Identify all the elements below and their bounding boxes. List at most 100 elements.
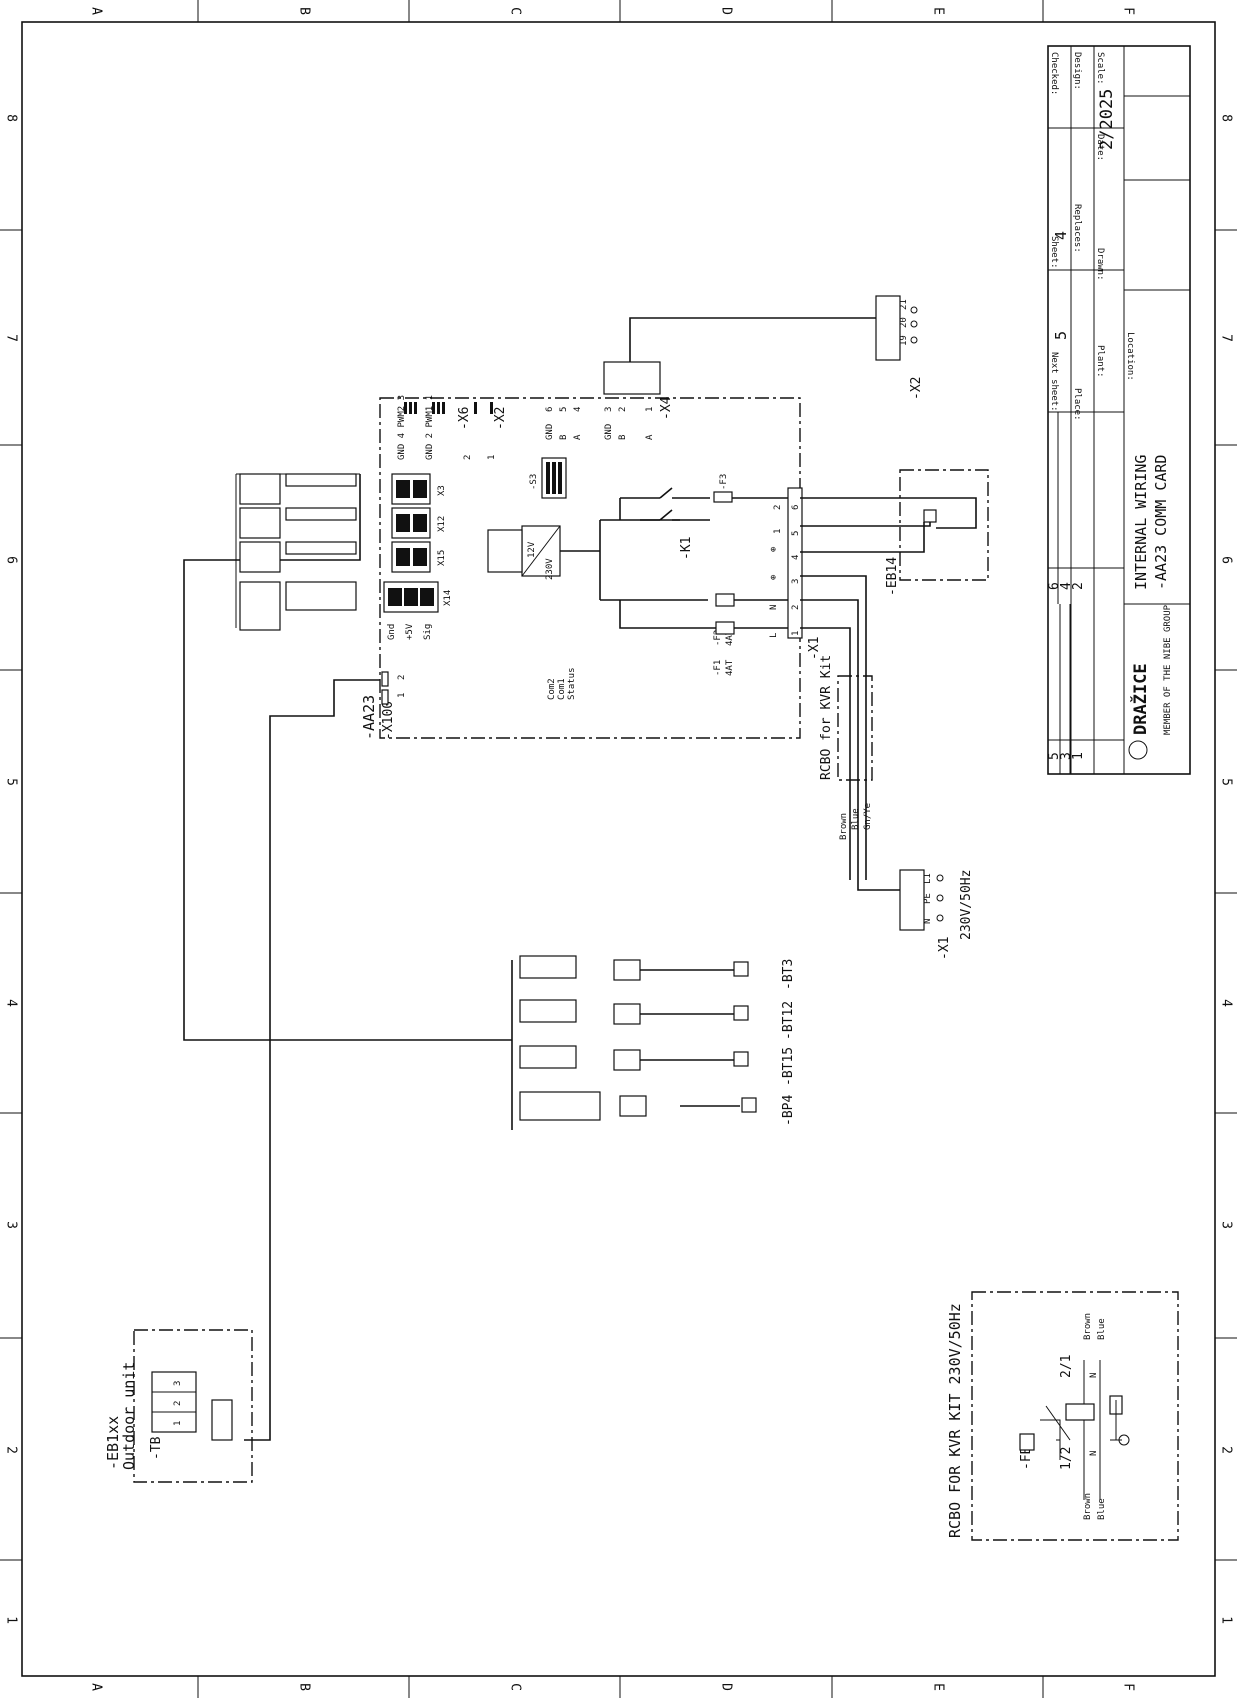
x2-pin-2: 2 xyxy=(618,407,628,412)
x1-upper-pin-2: 2 xyxy=(773,505,783,510)
x2-sig-gnd-1: GND xyxy=(545,424,555,440)
x100-pin-1: 1 xyxy=(397,693,407,698)
comm-card-aa23: -AA23 -X100 2 1 GND 4 PWM2 3 GND 2 PWM1 … xyxy=(360,361,822,740)
wire-gnye: Gn/Ye xyxy=(863,803,873,830)
tb-label: -TB xyxy=(149,1436,164,1460)
ext-x2-pin-19: 19 xyxy=(899,335,909,346)
supply-pin-pe: PE xyxy=(923,893,933,904)
x100-label: -X100 xyxy=(381,701,396,740)
tb-pin-1: 1 xyxy=(173,1421,183,1426)
outdoor-designation: -EB1xx xyxy=(104,1416,122,1470)
logo-text: DRAŽICE xyxy=(1129,663,1151,735)
col-label-bot-a: A xyxy=(89,1683,104,1691)
status-leds: Com2 Com1 Status xyxy=(547,667,577,700)
rcbo-inset: RCBO FOR KVR KIT 230V/50Hz -FB1 Brown Bl… xyxy=(946,1291,1179,1541)
row-label-left-1: 1 xyxy=(4,1616,19,1624)
rev-left-2: 3 xyxy=(1059,752,1074,760)
x12-label: X12 xyxy=(437,516,447,532)
x2-pin-6: 6 xyxy=(545,407,555,412)
inset-n-left: N xyxy=(1089,1451,1099,1456)
x1-pin-1: 1 xyxy=(791,631,801,636)
col-label-bot-d: D xyxy=(719,1683,734,1691)
pwm2-label: GND 4 PWM2 3 xyxy=(397,395,407,460)
eb14-label: -EB14 xyxy=(885,557,900,596)
wire-blue: Blue xyxy=(851,808,861,830)
x2-sig-gnd-2: GND xyxy=(604,424,614,440)
x2-pin-5: 5 xyxy=(559,407,569,412)
column-ticks xyxy=(197,0,1044,1698)
psu-12v: 12V xyxy=(527,541,537,558)
rev-right-3: 2 xyxy=(1071,582,1086,590)
x2-sig-b-1: B xyxy=(559,435,569,440)
relay-and-fuses: -K1 -F3 -F2 4AT -F1 4AT xyxy=(619,474,800,676)
tb-plant-label: Plant: xyxy=(1095,345,1105,378)
tb-title-line1: INTERNAL WIRING xyxy=(1132,455,1150,590)
col-label-top-e: E xyxy=(931,7,946,15)
col-label-bot-e: E xyxy=(931,1683,946,1691)
tb-location-label: Location: xyxy=(1125,332,1135,381)
x2-pin-4: 4 xyxy=(573,407,583,412)
x14-sig-sig: Sig xyxy=(423,624,433,640)
tb-drawn-label: Drawn: xyxy=(1095,248,1105,281)
rev-left-1: 5 xyxy=(1047,752,1062,760)
inset-blue-right: Blue xyxy=(1097,1318,1107,1340)
f1-fuse xyxy=(715,621,735,635)
row-ticks xyxy=(0,229,1237,1561)
led-status: Status xyxy=(567,667,577,700)
x3-label: X3 xyxy=(437,485,447,496)
x2-x4-terminals: GND B A GND B A 6 5 4 3 2 1 -X4 xyxy=(545,361,674,440)
sensor-bt3: -BT3 xyxy=(781,959,796,990)
col-label-top-c: C xyxy=(508,7,523,15)
inset-n-right: N xyxy=(1089,1373,1099,1378)
supply-voltage: 230V/50Hz xyxy=(959,870,974,940)
wire-brown: Brown xyxy=(839,813,849,840)
x1-pin-3: 3 xyxy=(791,579,801,584)
card-designation: -AA23 xyxy=(360,695,378,740)
f2-label: -F2 xyxy=(713,630,723,646)
inset-title: RCBO FOR KVR KIT 230V/50Hz xyxy=(946,1303,964,1538)
row-label-left-6: 6 xyxy=(4,556,19,564)
x1-sig-n: N xyxy=(769,605,779,610)
supply-term-label: -X1 xyxy=(937,937,952,960)
logo-subtitle: MEMBER OF THE NIBE GROUP xyxy=(1163,604,1173,735)
x15-label: X15 xyxy=(437,550,447,566)
x2-sig-b-2: B xyxy=(618,435,628,440)
f1-label: -F1 xyxy=(713,660,723,676)
rcbo-kvr-kit: RCBO for KVR Kit Brown Blue Gn/Ye xyxy=(800,575,900,891)
inset-blue-left: Blue xyxy=(1097,1498,1107,1520)
k1-label: -K1 xyxy=(679,537,694,560)
row-label-right-5: 5 xyxy=(1219,778,1234,786)
tb-checked-label: Checked: xyxy=(1049,52,1059,95)
x2-pin-1: 1 xyxy=(645,407,655,412)
led-com2: Com2 xyxy=(547,678,557,700)
s3-label: -S3 xyxy=(529,474,539,490)
sensor-harness xyxy=(183,473,513,1130)
row-label-left-4: 4 xyxy=(4,999,19,1007)
x1-upper-pin-1: 1 xyxy=(773,529,783,534)
x1-label: -X1 xyxy=(807,637,822,660)
drawing-border xyxy=(21,21,1216,1677)
outdoor-comm-cable xyxy=(244,679,380,1441)
f2-fuse xyxy=(715,593,735,607)
x1-sig-pe1: ⊕ xyxy=(769,575,779,580)
row-label-left-8: 8 xyxy=(4,114,19,122)
tb-next-sheet-value: 5 xyxy=(1052,331,1070,340)
rev-right-2: 4 xyxy=(1059,582,1074,590)
pwm1-label: GND 2 PWM1 1 xyxy=(425,395,435,460)
tb-date-value: 2/2025 xyxy=(1097,89,1117,150)
sensors: -BT3 -BT12 -BT15 -BP4 xyxy=(519,955,796,1126)
tb-sheet-label: Sheet: xyxy=(1049,236,1059,269)
row-label-right-4: 4 xyxy=(1219,999,1234,1007)
sensor-bt15: -BT15 xyxy=(781,1047,796,1086)
x6-pin-2: 2 xyxy=(463,455,473,460)
tb-place-label: Place: xyxy=(1072,388,1082,421)
f3-fuse xyxy=(713,491,733,503)
col-label-top-d: D xyxy=(719,7,734,15)
supply-pin-l1: L1 xyxy=(923,873,933,884)
x6-label: -X6 xyxy=(457,407,472,430)
col-label-bot-f: F xyxy=(1121,1683,1136,1691)
inset-out-label: 2/1 xyxy=(1059,1355,1074,1378)
x1-pin-2: 2 xyxy=(791,605,801,610)
pwm-connectors: GND 4 PWM2 3 GND 2 PWM1 1 -X6 -X2 2 1 xyxy=(397,395,508,460)
